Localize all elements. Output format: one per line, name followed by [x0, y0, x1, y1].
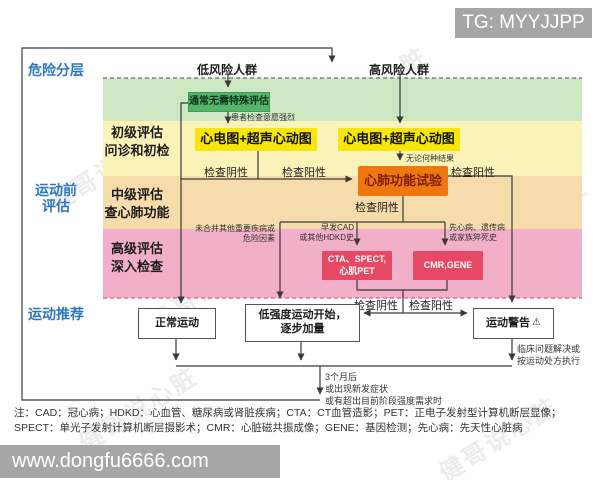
edge-label-positive-3: 检查阳性: [409, 300, 453, 312]
warning-icon: ⚠: [532, 317, 541, 329]
node-low-intensity-exercise: 低强度运动开始， 逐步加量: [245, 304, 360, 342]
edge-label-positive-1: 检查阳性: [282, 167, 326, 179]
node-normal-exercise: 正常运动: [138, 308, 216, 339]
edge-label-negative-1: 检查阴性: [204, 167, 248, 179]
population-high-risk: 高风险人群: [369, 63, 430, 77]
population-low-risk: 低风险人群: [197, 63, 258, 77]
band-risk-stratification: [103, 78, 582, 121]
edge-label-congenital: 先心病、遗传病 或家族猝死史: [449, 223, 505, 243]
node-exercise-warning: 运动警告 ⚠: [473, 308, 554, 339]
node-no-special-eval: 通常无需特殊评估: [188, 92, 270, 112]
edge-label-negative-2: 检查阴性: [355, 202, 399, 214]
edge-label-early-cad: 早发CAD 或其他HDKD史: [299, 223, 354, 243]
tg-badge: TG: MYYJJPP: [455, 8, 592, 38]
edge-label-recheck: 3个月后 或出现新发症状 或有超出目前阶段强度需求时: [325, 372, 443, 407]
edge-label-resolved: 临床问题解决或 按运动处方执行: [517, 344, 581, 367]
footnote-legend: 注：CAD：冠心病；HDKD：心血管、糖尿病或肾脏疾病；CTA：CT血管造影；P…: [14, 407, 562, 434]
node-ecg-echo-left: 心电图+超声心动图: [195, 128, 317, 151]
node-cardiopulmonary-test: 心肺功能试验: [358, 166, 448, 196]
stage-label-pre-exercise: 运动前 评估: [35, 182, 77, 215]
exercise-warning-label: 运动警告: [486, 316, 531, 329]
stage-label-risk: 危险分层: [28, 62, 84, 78]
stage-label-recommendation: 运动推荐: [28, 306, 84, 322]
row-label-advanced-eval: 高级评估 深入检查: [110, 241, 163, 274]
edge-label-any-result: 无论何种结果: [406, 154, 454, 163]
node-cta-spect-pet: CTA、SPECT, 心肌PET: [322, 251, 392, 280]
node-ecg-echo-right: 心电图+超声心动图: [338, 128, 460, 151]
row-label-primary-eval: 初级评估 问诊和初检: [104, 125, 170, 158]
row-label-intermediate-eval: 中级评估 查心肺功能: [104, 187, 170, 220]
edge-label-no-comorbidity: 未合并其他重要疾病或 危险因素: [195, 224, 275, 244]
edge-label-positive-2: 检查阳性: [451, 167, 495, 179]
url-badge: www.dongfu6666.com: [0, 445, 280, 478]
edge-label-strong-will: 患者检查意愿强烈: [231, 113, 295, 122]
node-cmr-gene: CMR,GENE: [413, 251, 483, 280]
edge-label-negative-3: 检查阴性: [354, 300, 398, 312]
